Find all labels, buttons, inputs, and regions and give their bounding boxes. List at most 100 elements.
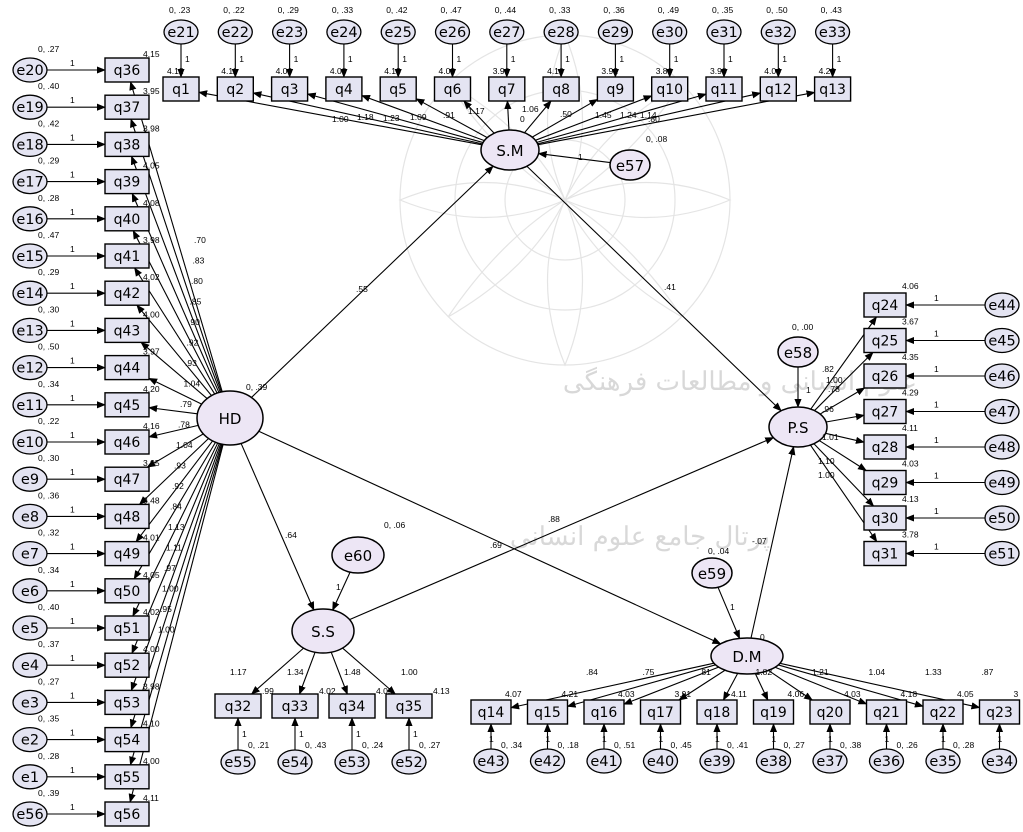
variance-e7: 0, .32: [38, 528, 60, 538]
error-e7: e7: [12, 540, 48, 567]
latent-ellipse: [777, 336, 819, 368]
variance-e4: 0, .37: [38, 639, 60, 649]
intercept-q54: 4.10: [143, 719, 160, 729]
error-circle: [12, 801, 48, 827]
error-label: e23: [276, 25, 303, 41]
indicator-label: q34: [339, 699, 366, 715]
path-coef-e52: 1: [413, 729, 418, 739]
path-coef-e41: 1: [602, 734, 607, 744]
error-circle: [984, 327, 1020, 354]
error-label: e36: [873, 754, 900, 770]
loading-HD-17: 1.00: [162, 584, 179, 594]
loading-HD-13: .84: [170, 502, 182, 512]
path-coef-e40: 1: [659, 734, 664, 744]
indicator-q14: q14: [470, 699, 512, 725]
variance-e41: 0, .51: [614, 740, 636, 750]
error-circle: [586, 748, 622, 774]
error-e13: e13: [12, 317, 48, 344]
intercept-q33: 4.02: [319, 686, 336, 696]
loading-path-SS-q33: [298, 652, 316, 695]
indicator-box: [104, 392, 150, 418]
error-e48: e48: [984, 434, 1020, 460]
path-coef-e55: 1: [242, 729, 247, 739]
indicator-label: q25: [872, 334, 899, 350]
loading-path-SM-q11: [536, 92, 707, 143]
error-e2: e2: [12, 726, 48, 753]
indicator-box: [863, 505, 907, 531]
intercept-q17: 3.91: [675, 689, 692, 699]
indicator-box: [433, 76, 472, 102]
indicator-q49: q49: [104, 540, 150, 567]
indicator-q41: q41: [104, 243, 150, 269]
indicator-box: [104, 57, 150, 83]
error-label: e5: [21, 621, 39, 637]
indicator-box: [214, 693, 262, 719]
loading-path-HD-q37: [130, 118, 222, 393]
variance-e3: 0, .27: [38, 676, 60, 686]
indicator-label: q8: [552, 82, 570, 98]
path-coef-e51: 1: [934, 542, 939, 552]
indicator-box: [104, 540, 150, 567]
variance-e11: 0, .34: [38, 379, 60, 389]
path-coef-e7: 1: [70, 542, 75, 552]
indicator-q45: q45: [104, 392, 150, 418]
intercept-q45: 4.20: [143, 384, 160, 394]
indicator-box: [104, 243, 150, 269]
loading-path-SM-q3: [306, 92, 484, 144]
intercept-q37: 3.95: [143, 86, 160, 96]
error-label: e51: [988, 547, 1015, 563]
loading-HD-2: .80: [191, 276, 203, 286]
error-label: e55: [224, 755, 251, 771]
error-e6: e6: [12, 578, 48, 604]
error-e38: e38: [755, 748, 792, 774]
latent-label: e58: [784, 344, 812, 362]
error-label: e56: [16, 807, 43, 823]
variance-e9: 0, .30: [38, 453, 60, 463]
loading-HD-9: .78: [178, 420, 190, 430]
indicator-box: [162, 76, 200, 102]
indicator-label: q29: [872, 476, 899, 492]
error-label: e53: [338, 755, 365, 771]
intercept-q24: 4.06: [902, 281, 919, 291]
error-label: e2: [21, 733, 39, 749]
variance-e2: 0, .35: [38, 714, 60, 724]
error-label: e17: [16, 175, 43, 191]
error-circle: [12, 57, 48, 83]
structural-path-SS-PS: [349, 437, 775, 621]
indicator-label: q41: [114, 249, 141, 265]
intercept-q7: 3.96: [493, 66, 510, 76]
indicator-box: [863, 398, 907, 425]
loading-path-DM-q16: [623, 666, 719, 705]
error-circle: [12, 578, 48, 604]
loading-HD-7: 1.04: [184, 379, 201, 389]
indicator-label: q54: [114, 733, 141, 749]
error-label: e44: [988, 298, 1015, 314]
path-coef-e16: 1: [70, 207, 75, 217]
error-label: e25: [385, 25, 412, 41]
error-circle: [984, 292, 1020, 318]
error-circle: [814, 19, 851, 45]
loading-path-DM-q17: [678, 669, 726, 701]
intercept-q49: 4.01: [143, 533, 160, 543]
loading-HD-5: .92: [187, 338, 199, 348]
error-circle: [984, 469, 1020, 496]
loading-path-HD-q48: [138, 438, 209, 506]
loading-path-DM-q21: [774, 666, 868, 705]
error-circle: [326, 19, 362, 45]
variance-e25: 0, .42: [386, 5, 408, 15]
error-circle: [760, 19, 796, 45]
indicator-label: q19: [760, 705, 787, 721]
intercept-q51: 4.02: [143, 607, 160, 617]
indicator-q52: q52: [104, 652, 150, 678]
error-circle: [12, 243, 48, 269]
path-coef-e23: 1: [294, 54, 299, 64]
error-label: e48: [988, 440, 1015, 456]
error-circle: [812, 748, 848, 774]
error-label: e21: [167, 25, 194, 41]
intercept-q13: 4.26: [819, 66, 836, 76]
error-e34: e34: [981, 748, 1018, 774]
loading-SM-4: .91: [443, 110, 455, 120]
indicator-label: q32: [225, 699, 252, 715]
coef-HD-DM: .69: [490, 540, 502, 550]
